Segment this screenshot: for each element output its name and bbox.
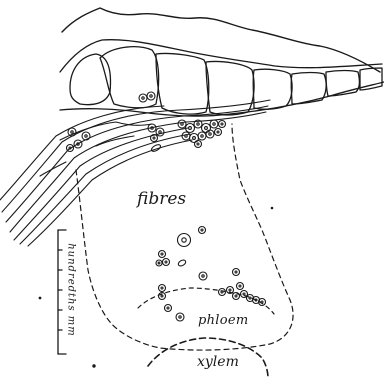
epidermal-cell [291, 73, 326, 105]
phloem-region-boundary [138, 288, 274, 314]
ink-speck [271, 207, 273, 209]
ink-speck [39, 297, 41, 299]
epidermal-cell [156, 53, 209, 114]
scale-bar-label: hundredths mm [66, 243, 77, 337]
xylem-label: xylem [197, 354, 239, 370]
fibres-region-boundary [76, 124, 293, 350]
ink-speck [93, 365, 95, 367]
epidermal-cell [253, 69, 292, 109]
epidermal-cell [206, 61, 254, 115]
phloem-label: phloem [198, 313, 249, 328]
fibres-label: fibres [137, 189, 186, 209]
cluster-upper-middle [148, 120, 226, 153]
cluster-scattered [156, 227, 240, 322]
epidermal-cells [70, 47, 382, 115]
cluster-phloem-edge [219, 283, 266, 306]
fibrous-strands [0, 100, 270, 246]
epidermal-cell [100, 47, 159, 108]
epidermal-cell [70, 54, 110, 105]
